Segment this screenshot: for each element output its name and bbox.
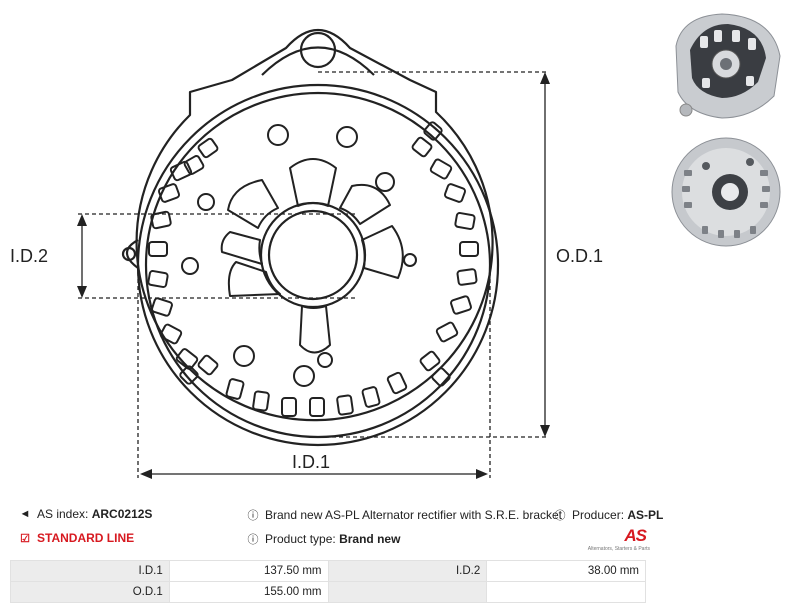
info-icon: ⓘ [247,534,259,546]
product-type-line: ⓘ Product type: Brand new [246,531,401,547]
producer-label: Producer: [572,508,625,522]
product-type-value: Brand new [339,532,401,546]
description-line: ⓘ Brand new AS-PL Alternator rectifier w… [246,507,563,523]
id2-arrow-top [77,214,87,226]
as-index-line: ◄ AS index: ARC0212S [18,507,153,521]
rectifier-bracket-view-photo [662,130,790,250]
spec-label: O.D.1 [10,581,170,603]
spec-table: I.D.1 137.50 mm I.D.2 38.00 mm O.D.1 155… [10,560,646,603]
side-lug [125,239,139,269]
id1-arrow-right [476,469,488,479]
standard-line-badge: ☑ STANDARD LINE [18,531,134,545]
center-bore [267,209,359,301]
cooling-petals [220,158,404,354]
spec-value: 137.50 mm [168,560,329,582]
id1-label: I.D.1 [292,452,330,472]
as-index-label: AS index: [37,507,89,521]
spec-label [327,581,488,603]
spec-value [486,581,646,603]
rectifier-top-view-photo [662,6,790,126]
info-icon: ⓘ [554,510,566,522]
spec-value: 155.00 mm [168,581,329,603]
logo-tagline: Alternators, Starters & Parts [587,546,650,552]
info-icon: ⓘ [247,510,259,522]
od1-label: O.D.1 [556,246,603,266]
as-pl-logo: AS Alternators, Starters & Parts [584,526,650,554]
spec-label: I.D.1 [10,560,170,582]
id2-label: I.D.2 [10,246,48,266]
table-row: I.D.1 137.50 mm I.D.2 38.00 mm [10,560,646,582]
side-lug-hole [121,246,137,262]
table-row: O.D.1 155.00 mm [10,581,646,603]
product-type-label: Product type: [265,532,336,546]
mounting-lug [261,46,375,76]
spec-value: 38.00 mm [486,560,646,582]
technical-drawing: I.D.2 O.D.1 I.D.1 [10,28,603,479]
od1-arrow-top [540,72,550,84]
standard-line-label: STANDARD LINE [37,531,135,545]
product-description: Brand new AS-PL Alternator rectifier wit… [265,508,563,522]
mounting-holes [181,124,417,387]
id2-arrow-bottom [77,286,87,298]
spec-label: I.D.2 [327,560,488,582]
id1-arrow-left [140,469,152,479]
producer-value: AS-PL [627,508,664,522]
logo-mark: AS [624,526,647,545]
as-index-value: ARC0212S [91,507,153,521]
producer-line: ⓘ Producer: AS-PL [553,507,664,523]
outer-disc [136,83,500,447]
tag-icon: ◄ [19,508,31,520]
checkbox-icon: ☑ [20,532,30,545]
diode-slots [147,121,479,417]
od1-arrow-bottom [540,425,550,437]
lug-hole [299,31,337,69]
